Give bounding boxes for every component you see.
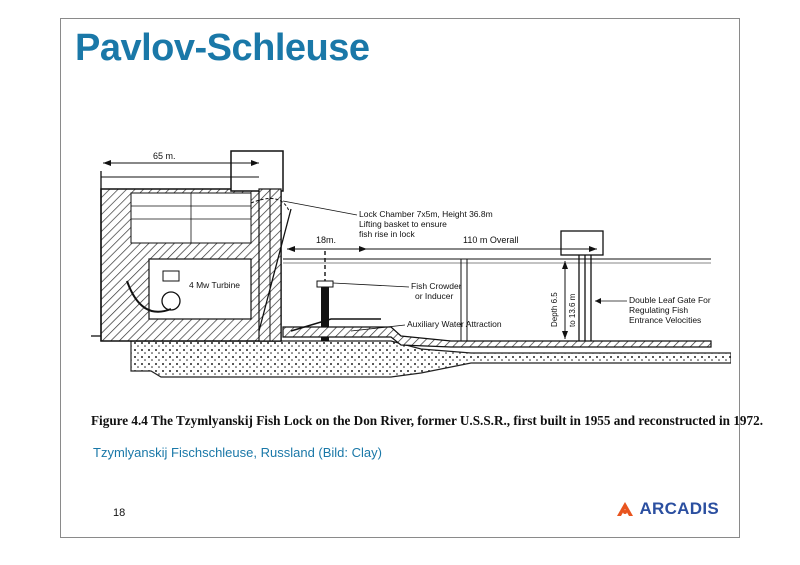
label-depth: Depth 6.5 — [550, 292, 559, 327]
turbine-rotor — [161, 291, 181, 311]
logo-text: ARCADIS — [639, 499, 719, 518]
page-number: 18 — [113, 507, 126, 519]
label-fish-rise: fish rise in lock — [359, 229, 415, 239]
dim-18-label: 18m. — [316, 235, 336, 245]
label-depth-range: to 13.6 m — [568, 293, 577, 327]
lock-tower — [230, 150, 284, 192]
figure-caption: Figure 4.4 The Tzymlyanskij Fish Lock on… — [91, 413, 763, 428]
arcadis-mark-icon — [617, 502, 634, 516]
fish-lock-diagram: 65 m. 18m. 110 m Overall Lock Chamber 7x… — [91, 150, 731, 378]
dim-65-label: 65 m. — [153, 151, 176, 161]
double-leaf-gate-housing — [560, 230, 604, 256]
slide-title: Pavlov-Schleuse — [75, 27, 370, 69]
label-aux-water: Auxiliary Water Attraction — [407, 319, 502, 329]
foundation-ground — [130, 340, 731, 378]
label-lock-chamber: Lock Chamber 7x5m, Height 36.8m — [359, 209, 493, 219]
label-gate-2: Regulating Fish — [629, 305, 688, 315]
label-lifting-basket: Lifting basket to ensure — [359, 219, 447, 229]
dim-110-label: 110 m Overall — [463, 235, 518, 245]
entrance-channel — [282, 326, 712, 348]
fish-crowder — [321, 281, 329, 341]
label-gate-3: Entrance Velocities — [629, 315, 701, 325]
turbine-generator — [162, 270, 180, 282]
arcadis-logo: ARCADIS — [615, 499, 719, 519]
label-fish-crowder: Fish Crowder — [411, 281, 462, 291]
label-gate-1: Double Leaf Gate For — [629, 295, 711, 305]
image-credit: Tzymlyanskij Fischschleuse, Russland (Bi… — [93, 445, 382, 460]
label-inducer: or Inducer — [415, 291, 453, 301]
slide: Pavlov-Schleuse — [60, 18, 763, 538]
lifting-basket-ramp — [258, 208, 292, 332]
label-turbine: 4 Mw Turbine — [189, 280, 240, 290]
